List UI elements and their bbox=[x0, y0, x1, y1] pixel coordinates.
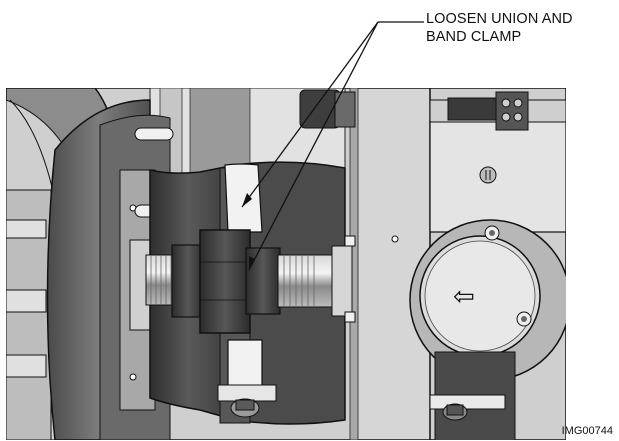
indicator-knob bbox=[479, 166, 497, 184]
callout-arrowheads bbox=[242, 193, 255, 270]
callout-leader-lines bbox=[241, 21, 424, 271]
right-lower-pipe bbox=[429, 351, 516, 440]
strainer-lid: ⇦ bbox=[409, 219, 566, 381]
callout-line-2: BAND CLAMP bbox=[426, 29, 522, 45]
assembly-drawing: ⇦ bbox=[6, 88, 566, 440]
flow-arrow-icon: ⇦ bbox=[453, 282, 475, 312]
mounting-panel bbox=[354, 88, 431, 440]
electrical-connector bbox=[447, 91, 529, 131]
callout-label: LOOSEN UNION AND BAND CLAMP bbox=[426, 10, 573, 46]
panel-hole bbox=[391, 235, 399, 243]
top-fitting bbox=[299, 89, 356, 129]
image-id-label: IMG00744 bbox=[561, 425, 613, 437]
threaded-pipe-right bbox=[277, 235, 356, 323]
band-clamp bbox=[217, 163, 277, 418]
callout-line-1: LOOSEN UNION AND bbox=[426, 11, 573, 27]
